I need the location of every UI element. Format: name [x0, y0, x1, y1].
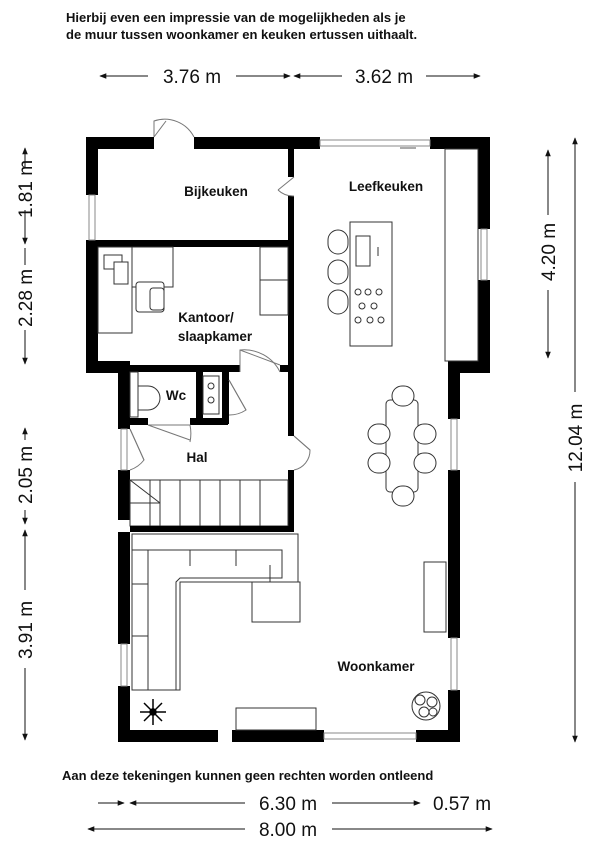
dim-left-1: 1.81 m	[16, 160, 37, 218]
note-top: Hierbij even een impressie van de mogeli…	[66, 9, 417, 43]
dining-table	[367, 385, 437, 507]
note-disclaimer: Aan deze tekeningen kunnen geen rechten …	[62, 768, 434, 783]
dim-left-4: 3.91 m	[16, 601, 37, 659]
plant-right-icon	[411, 691, 441, 721]
room-bijkeuken: Bijkeuken	[184, 184, 248, 199]
dim-left-2: 2.28 m	[16, 269, 37, 327]
hall-partition	[130, 526, 294, 532]
room-wc: Wc	[166, 388, 187, 403]
windows	[88, 139, 488, 740]
dim-top-right: 3.62 m	[355, 67, 413, 88]
bench	[235, 707, 317, 731]
doors	[129, 118, 311, 471]
corner-sofa	[131, 533, 301, 691]
dim-top-left: 3.76 m	[163, 67, 221, 88]
stairs	[129, 479, 289, 527]
note-top-line2: de muur tussen woonkamer en keuken ertus…	[66, 27, 418, 42]
dim-bottom-total: 8.00 m	[259, 820, 317, 841]
office-desk	[97, 246, 289, 334]
note-top-line1: Hierbij even een impressie van de mogeli…	[66, 10, 406, 25]
plant-left-icon	[140, 699, 166, 725]
kitchen-cabinet	[444, 148, 479, 362]
dim-right-upper: 4.20 m	[539, 223, 560, 281]
kitchen-island	[327, 221, 393, 347]
dimensions	[22, 73, 578, 832]
toilet	[129, 371, 220, 418]
dim-right-total: 12.04 m	[566, 404, 587, 473]
dim-bottom-1: 6.30 m	[259, 794, 317, 815]
furniture	[97, 148, 479, 731]
room-woonkamer: Woonkamer	[337, 659, 415, 674]
room-kantoor-line1: Kantoor/	[178, 310, 234, 325]
sideboard	[423, 561, 447, 633]
room-kantoor-line2: slaapkamer	[178, 329, 253, 344]
room-leefkeuken: Leefkeuken	[349, 179, 423, 194]
dim-left-3: 2.05 m	[16, 446, 37, 504]
walls	[86, 137, 490, 742]
room-hal: Hal	[186, 450, 207, 465]
dim-bottom-2: 0.57 m	[433, 794, 491, 815]
